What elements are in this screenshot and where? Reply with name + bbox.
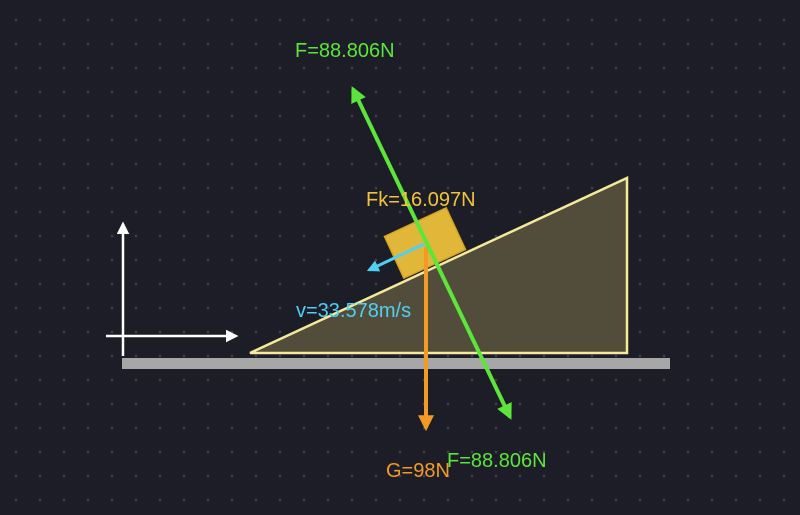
force-f-vector: [351, 86, 512, 420]
force-f-top-label: F=88.806N: [295, 40, 395, 62]
ground-surface: [122, 358, 670, 369]
force-f-bottom-label: F=88.806N: [447, 450, 547, 472]
xy-axes-icon: [106, 221, 239, 356]
velocity-label: v=33.578m/s: [296, 300, 411, 322]
gravity-label: G=98N: [386, 460, 450, 482]
friction-label: Fk=16.097N: [366, 189, 476, 211]
